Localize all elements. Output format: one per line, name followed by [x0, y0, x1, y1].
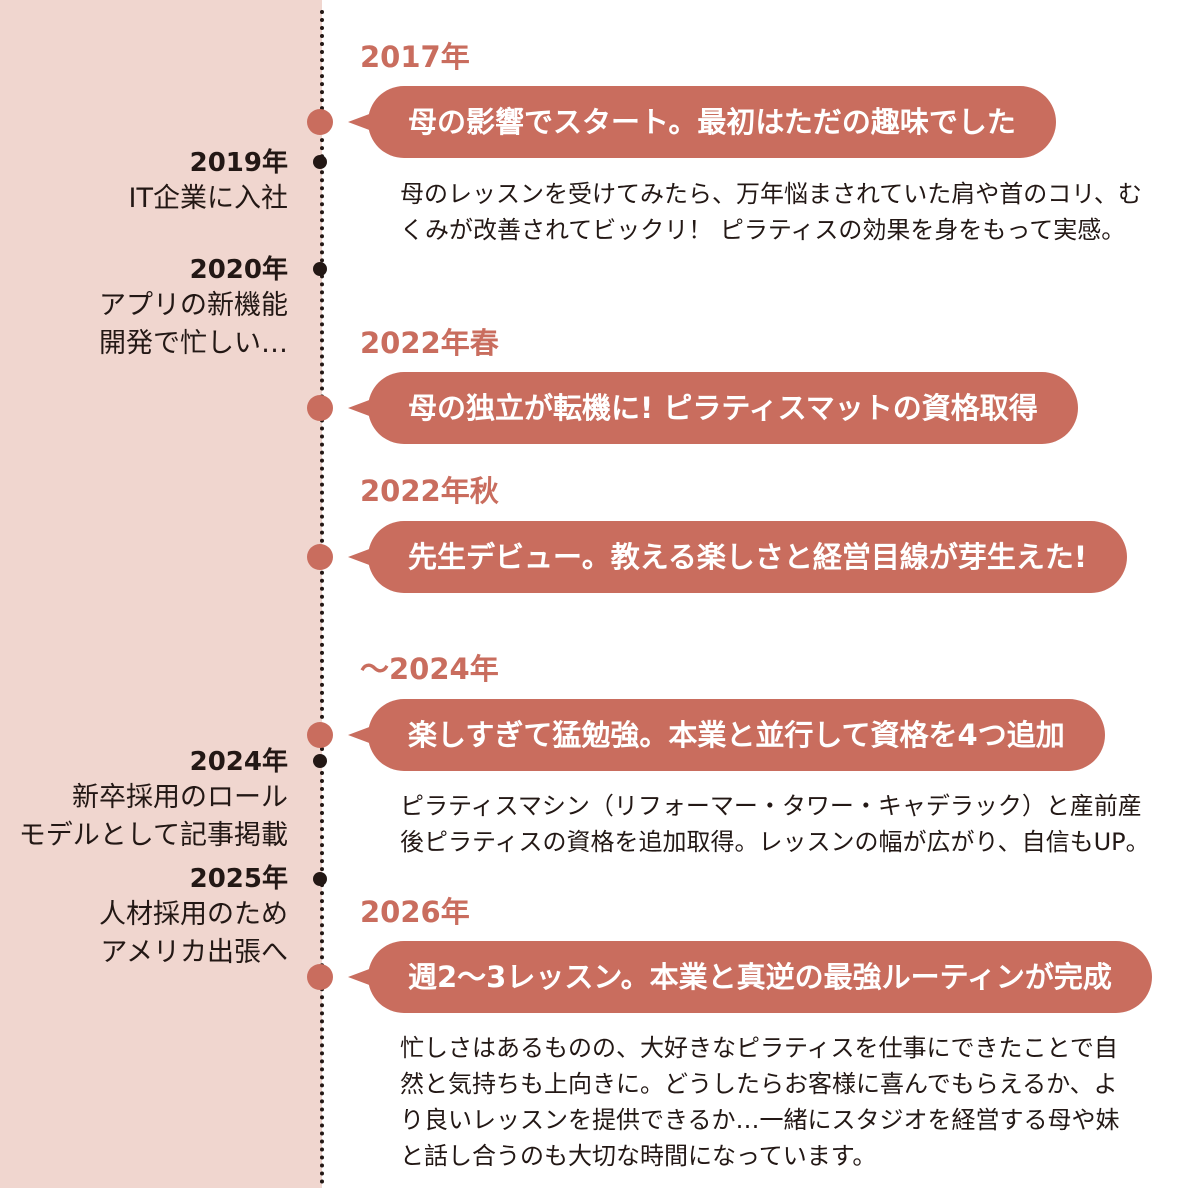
event-marker [307, 109, 333, 135]
event-body-line: くみが改善されてビックリ！ ピラティスの効果を身をもって実感。 [400, 216, 1126, 244]
side-event-2024: 2024年 新卒採用のロール モデルとして記事掲載 [19, 745, 288, 855]
side-panel [0, 0, 322, 1188]
event-body: 忙しさはあるものの、大好きなピラティスを仕事にできたことで自 然と気持ちも上向き… [400, 1030, 1180, 1174]
side-event-desc: 人材採用のため [99, 899, 288, 930]
side-event-2025: 2025年 人材採用のため アメリカ出張へ [99, 862, 288, 972]
event-year: 2017年 [360, 40, 470, 74]
event-body-line: 後ピラティスの資格を追加取得。レッスンの幅が広がり、自信もUP。 [400, 828, 1150, 856]
event-marker [307, 395, 333, 421]
event-headline: 母の独立が転機に! ピラティスマットの資格取得 [348, 372, 1078, 444]
event-marker [307, 544, 333, 570]
side-event-year: 2019年 [189, 148, 288, 178]
side-event-2020: 2020年 アプリの新機能 開発で忙しい… [99, 253, 288, 363]
side-event-desc: 開発で忙しい… [99, 328, 288, 359]
event-headline: 楽しすぎて猛勉強。本業と並行して資格を4つ追加 [348, 699, 1105, 771]
event-headline: 週2～3レッスン。本業と真逆の最強ルーティンが完成 [348, 941, 1152, 1013]
side-event-marker [313, 262, 327, 276]
side-event-year: 2020年 [189, 255, 288, 285]
event-body-line: 然と気持ちも上向きに。どうしたらお客様に喜んでもらえるか、よ [400, 1070, 1118, 1098]
side-event-2019: 2019年 IT企業に入社 [129, 146, 288, 218]
event-body-line: 忙しさはあるものの、大好きなピラティスを仕事にできたことで自 [400, 1034, 1118, 1062]
side-event-desc: アプリの新機能 [99, 290, 288, 321]
event-headline: 先生デビュー。教える楽しさと経営目線が芽生えた! [347, 521, 1128, 593]
side-event-desc: アメリカ出張へ [100, 937, 288, 968]
event-body-line: ピラティスマシン（リフォーマー・タワー・キャデラック）と産前産 [400, 792, 1142, 820]
event-body-line: と話し合うのも大切な時間になっています。 [400, 1142, 877, 1170]
event-marker [307, 964, 333, 990]
side-event-desc: 新卒採用のロール [72, 782, 288, 813]
event-body: ピラティスマシン（リフォーマー・タワー・キャデラック）と産前産 後ピラティスの資… [400, 788, 1180, 860]
event-year: ～2024年 [360, 652, 499, 686]
event-body-line: り良いレッスンを提供できるか…一緒にスタジオを経営する母や妹 [400, 1106, 1120, 1134]
side-event-year: 2025年 [189, 864, 288, 894]
side-event-marker [313, 872, 327, 886]
event-headline: 母の影響でスタート。最初はただの趣味でした [348, 86, 1056, 158]
side-event-desc: IT企業に入社 [128, 183, 288, 214]
event-body-line: 母のレッスンを受けてみたら、万年悩まされていた肩や首のコリ、む [400, 180, 1142, 208]
event-year: 2022年秋 [360, 474, 499, 508]
side-event-desc: モデルとして記事掲載 [18, 820, 288, 851]
timeline-line [320, 10, 324, 1185]
event-year: 2026年 [360, 895, 470, 929]
event-body: 母のレッスンを受けてみたら、万年悩まされていた肩や首のコリ、む くみが改善されて… [400, 176, 1180, 248]
side-event-marker [313, 155, 327, 169]
side-event-marker [313, 754, 327, 768]
event-year: 2022年春 [360, 326, 499, 360]
event-marker [307, 722, 333, 748]
side-event-year: 2024年 [189, 747, 288, 777]
